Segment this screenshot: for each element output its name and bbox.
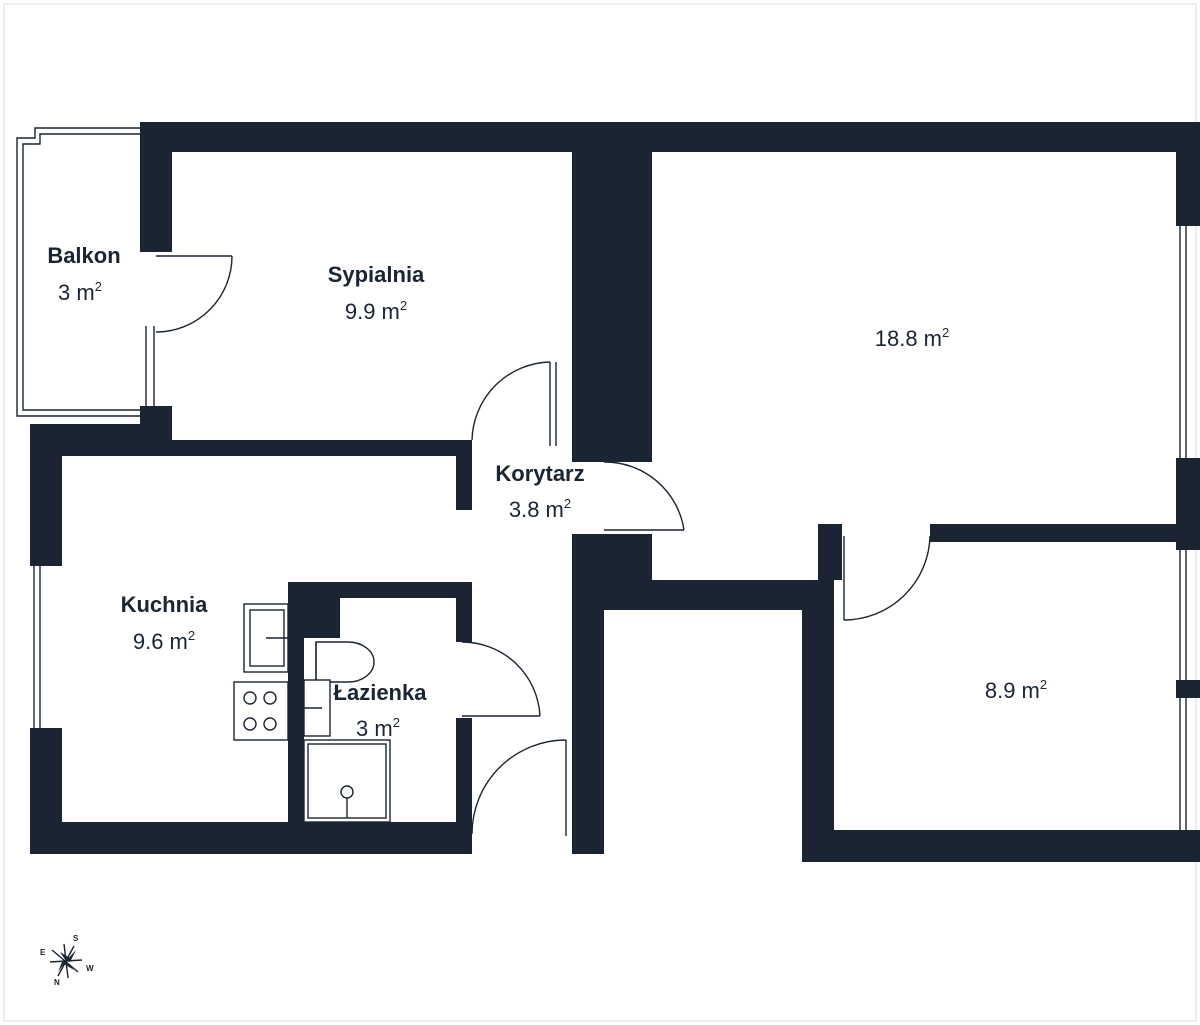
compass-icon: S E W N	[40, 934, 94, 987]
svg-text:Kuchnia: Kuchnia	[121, 592, 209, 617]
compass-s: S	[73, 934, 79, 943]
svg-text:9.9 m2: 9.9 m2	[345, 298, 407, 324]
bathroom-fixtures	[303, 641, 391, 823]
svg-text:Sypialnia: Sypialnia	[328, 262, 425, 287]
room-label-small-room: 8.9 m2	[985, 677, 1047, 703]
svg-text:9.6 m2: 9.6 m2	[133, 628, 195, 654]
door-swings	[155, 255, 931, 836]
svg-text:Łazienka: Łazienka	[334, 680, 428, 705]
toilet-icon	[315, 641, 375, 683]
svg-text:18.8 m2: 18.8 m2	[875, 325, 950, 351]
kitchen-fixtures	[233, 603, 289, 741]
room-label-sypialnia: Sypialnia 9.9 m2	[328, 262, 425, 324]
room-label-kuchnia: Kuchnia 9.6 m2	[121, 592, 209, 654]
room-label-large-room: 18.8 m2	[875, 325, 950, 351]
room-label-lazienka: Łazienka 3 m2	[334, 680, 428, 741]
room-label-balkon: Balkon 3 m2	[47, 243, 120, 305]
svg-text:8.9 m2: 8.9 m2	[985, 677, 1047, 703]
walls	[30, 122, 1200, 862]
svg-text:Korytarz: Korytarz	[495, 461, 584, 486]
svg-text:Balkon: Balkon	[47, 243, 120, 268]
compass-n: N	[54, 978, 60, 987]
windows	[33, 226, 1187, 830]
balcony-outline	[16, 127, 140, 417]
compass-w: W	[86, 964, 94, 973]
compass-e: E	[40, 948, 46, 957]
stove-icon	[233, 681, 289, 741]
svg-text:3 m2: 3 m2	[356, 715, 400, 741]
room-label-korytarz: Korytarz 3.8 m2	[495, 461, 584, 522]
svg-text:3.8 m2: 3.8 m2	[509, 496, 571, 522]
svg-text:3 m2: 3 m2	[58, 279, 102, 305]
